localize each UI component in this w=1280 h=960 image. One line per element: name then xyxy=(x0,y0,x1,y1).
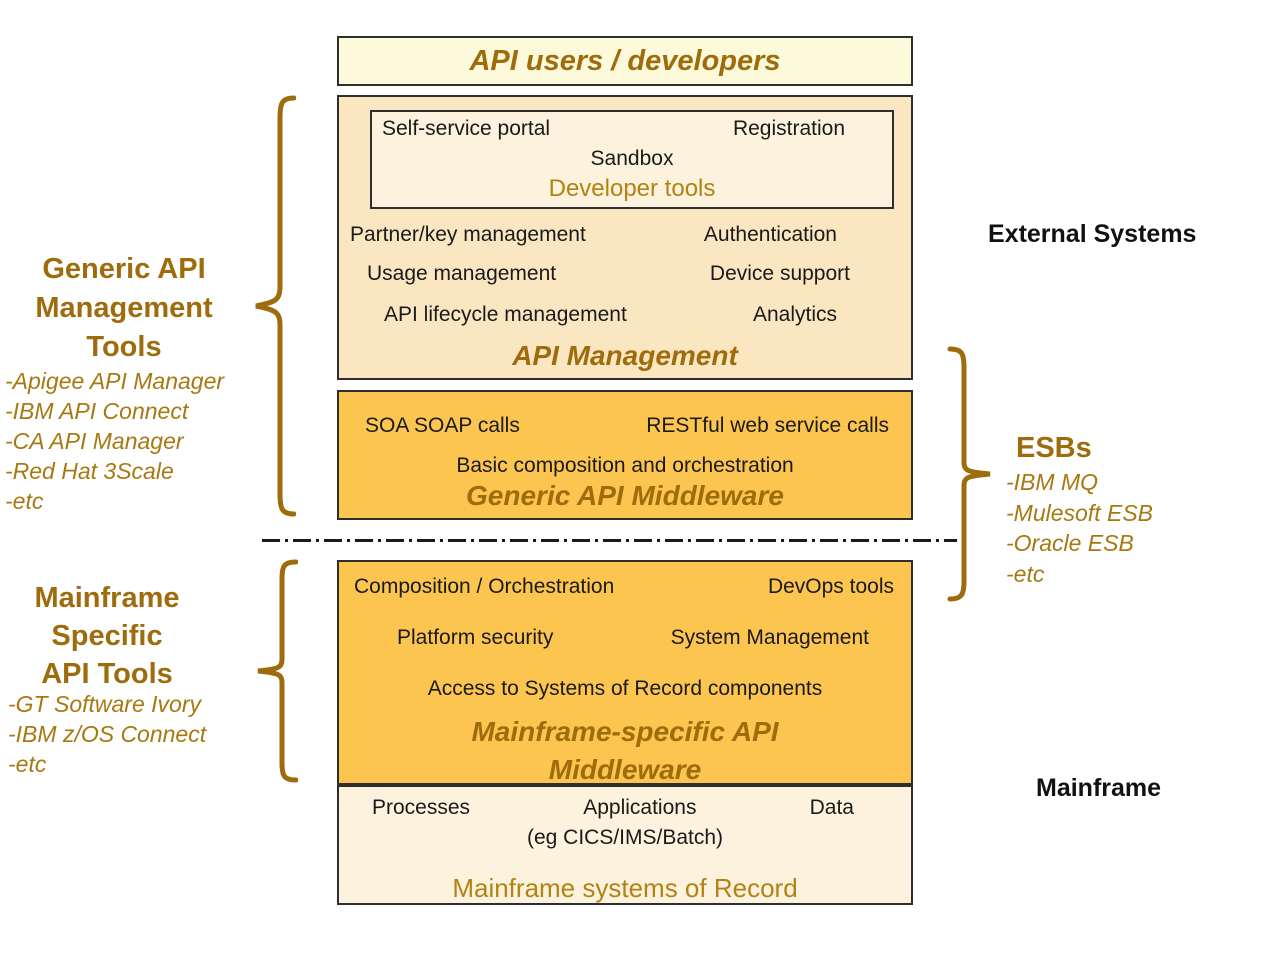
generic-middleware-row-1: SOA SOAP calls RESTful web service calls xyxy=(339,413,911,439)
list-item: -CA API Manager xyxy=(5,428,184,454)
systems-of-record-title-row: Mainframe systems of Record xyxy=(339,873,911,903)
list-item: -Red Hat 3Scale xyxy=(5,458,174,484)
systems-of-record-box: Processes Applications Data (eg CICS/IMS… xyxy=(337,785,913,905)
list-item: -Oracle ESB xyxy=(1006,530,1134,556)
mainframe-text: Mainframe xyxy=(1036,774,1162,802)
developer-tools-title: Developer tools xyxy=(548,175,716,202)
processes-label: Processes xyxy=(372,796,471,819)
mainframe-tools-heading-line-1: Mainframe xyxy=(34,582,180,614)
list-item: -etc xyxy=(1006,560,1045,587)
esbs-list: -IBM MQ -Mulesoft ESB -Oracle ESB -etc xyxy=(1006,467,1153,589)
device-support-label: Device support xyxy=(709,262,850,285)
generic-middleware-title-row: Generic API Middleware xyxy=(339,479,911,513)
external-systems-label: External Systems xyxy=(988,220,1196,249)
developer-tools-title-row: Developer tools xyxy=(372,175,892,203)
cics-ims-batch-label: (eg CICS/IMS/Batch) xyxy=(526,826,724,849)
devops-tools-label: DevOps tools xyxy=(767,575,894,598)
left-brace-mainframe-tools xyxy=(257,559,298,783)
generic-tools-heading-line-2: Management xyxy=(35,292,213,324)
external-systems-text: External Systems xyxy=(988,220,1197,248)
generic-tools-heading-line-3: Tools xyxy=(86,331,162,363)
list-item: -IBM API Connect xyxy=(5,398,189,424)
list-item: -Mulesoft ESB xyxy=(1006,499,1153,526)
restful-calls-label: RESTful web service calls xyxy=(646,414,889,437)
developer-tools-row-1: Self-service portal Registration xyxy=(372,116,892,142)
api-mgmt-feature-row-2: Usage management Device support xyxy=(339,261,911,287)
api-users-title: API users / developers xyxy=(469,44,781,77)
api-mgmt-feature-row-3: API lifecycle management Analytics xyxy=(339,302,911,328)
self-service-portal-label: Self-service portal xyxy=(382,117,551,140)
registration-label: Registration xyxy=(732,117,845,140)
composition-orchestration-label: Composition / Orchestration xyxy=(354,575,615,598)
list-item: -IBM z/OS Connect xyxy=(8,721,207,747)
sandbox-row: Sandbox xyxy=(372,146,892,172)
generic-middleware-box: SOA SOAP calls RESTful web service calls… xyxy=(337,390,913,520)
mainframe-tools-heading: Mainframe Specific API Tools xyxy=(0,579,214,693)
usage-management-label: Usage management xyxy=(367,262,557,285)
list-item: -IBM MQ xyxy=(1006,469,1098,495)
generic-tools-heading-line-1: Generic API xyxy=(42,253,206,285)
system-management-label: System Management xyxy=(670,626,869,649)
mainframe-tools-heading-line-2: Specific xyxy=(51,620,163,652)
api-mgmt-feature-row-1: Partner/key management Authentication xyxy=(339,222,911,248)
mainframe-tools-heading-line-3: API Tools xyxy=(41,658,173,690)
generic-tools-heading: Generic API Management Tools xyxy=(0,250,248,367)
mainframe-middleware-row-2: Platform security System Management xyxy=(339,625,911,651)
data-label: Data xyxy=(809,796,854,819)
api-management-title: API Management xyxy=(512,340,738,371)
api-management-title-row: API Management xyxy=(339,339,911,373)
list-item: -GT Software Ivory xyxy=(8,691,201,717)
esbs-heading: ESBs xyxy=(1016,432,1092,465)
applications-label: Applications xyxy=(583,796,697,819)
mainframe-middleware-row-1: Composition / Orchestration DevOps tools xyxy=(339,574,911,600)
mainframe-tools-list: -GT Software Ivory -IBM z/OS Connect -et… xyxy=(8,689,206,779)
platform-security-label: Platform security xyxy=(397,626,554,649)
mainframe-middleware-title-row: Mainframe-specific API Middleware xyxy=(339,713,911,789)
api-users-box: API users / developers xyxy=(337,36,913,86)
analytics-label: Analytics xyxy=(752,303,837,326)
partner-key-management-label: Partner/key management xyxy=(350,223,586,246)
authentication-label: Authentication xyxy=(703,223,837,246)
generic-middleware-title: Generic API Middleware xyxy=(466,480,784,511)
mainframe-middleware-title-line-2: Middleware xyxy=(548,754,702,785)
basic-composition-row: Basic composition and orchestration xyxy=(339,453,911,479)
access-systems-row: Access to Systems of Record components xyxy=(339,676,911,702)
left-brace-generic-tools xyxy=(255,95,296,517)
cics-ims-batch-row: (eg CICS/IMS/Batch) xyxy=(339,825,911,851)
mainframe-label: Mainframe xyxy=(1036,774,1161,803)
sandbox-label: Sandbox xyxy=(590,147,674,170)
mainframe-middleware-title-line-1: Mainframe-specific API xyxy=(471,716,779,747)
api-lifecycle-management-label: API lifecycle management xyxy=(384,303,627,326)
list-item: -etc xyxy=(8,751,47,777)
developer-tools-box: Self-service portal Registration Sandbox… xyxy=(370,110,894,209)
esbs-title-text: ESBs xyxy=(1016,432,1092,464)
mainframe-middleware-box: Composition / Orchestration DevOps tools… xyxy=(337,560,913,785)
list-item: -etc xyxy=(5,488,44,514)
api-management-box: Self-service portal Registration Sandbox… xyxy=(337,95,913,380)
generic-tools-list: -Apigee API Manager -IBM API Connect -CA… xyxy=(5,366,224,516)
systems-of-record-row-1: Processes Applications Data xyxy=(339,795,911,821)
access-systems-label: Access to Systems of Record components xyxy=(427,677,823,700)
right-brace-esbs xyxy=(947,346,991,602)
layer-separator-line xyxy=(262,539,957,542)
systems-of-record-title: Mainframe systems of Record xyxy=(452,873,798,903)
list-item: -Apigee API Manager xyxy=(5,368,225,394)
soa-soap-calls-label: SOA SOAP calls xyxy=(365,414,520,437)
basic-composition-label: Basic composition and orchestration xyxy=(456,454,794,477)
